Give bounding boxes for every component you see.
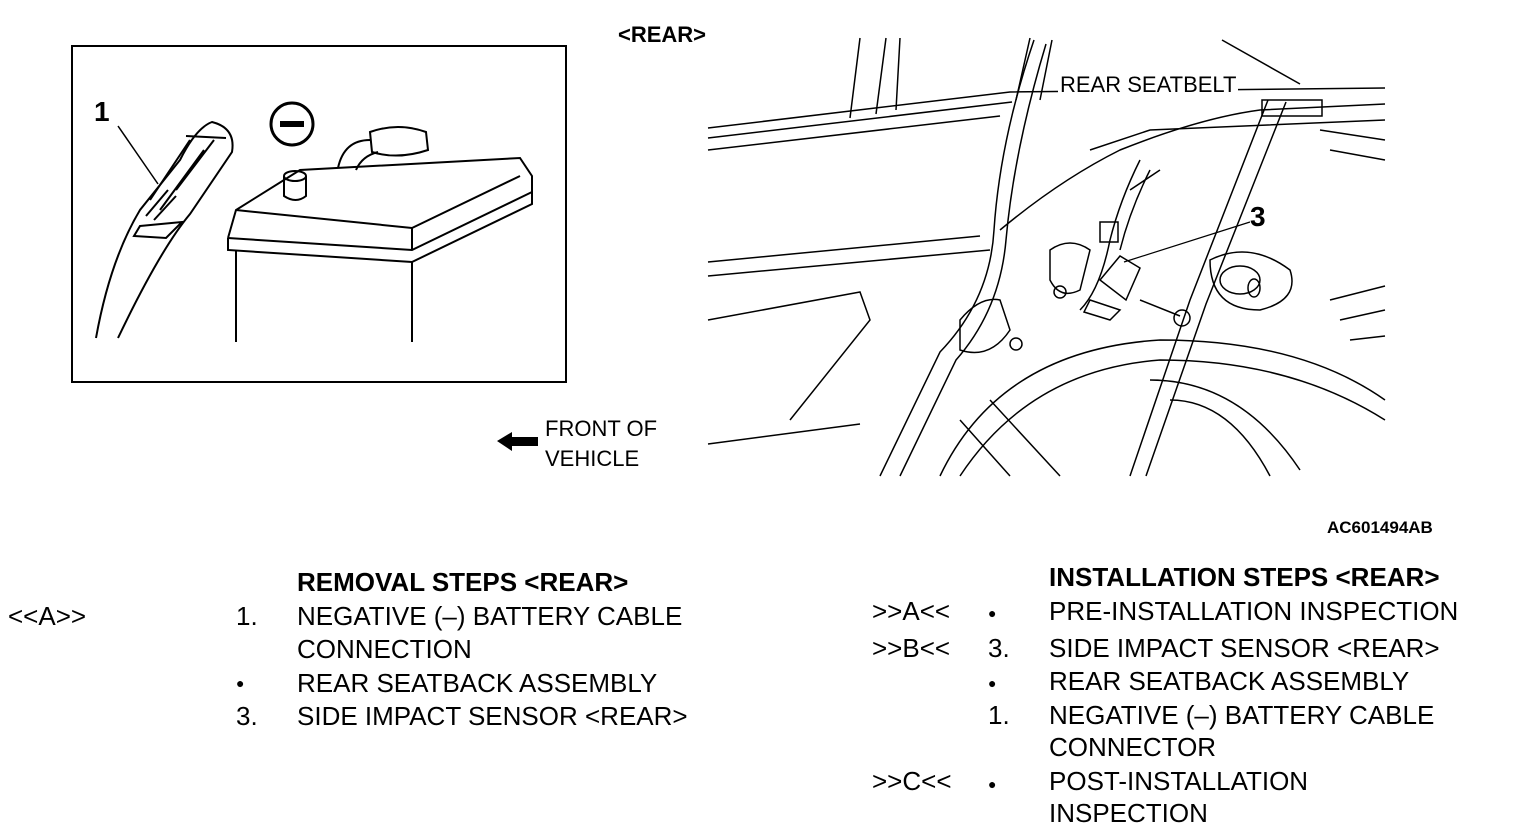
install-step-5-bullet: ● [988, 776, 997, 792]
front-of-vehicle-line1: FRONT OF [545, 416, 658, 441]
install-step-5-ref: >>C<< [872, 766, 952, 796]
callout-1: 1 [94, 96, 110, 127]
figure-code: AC601494AB [1327, 518, 1433, 537]
install-step-2-line1: SIDE IMPACT SENSOR <REAR> [1049, 633, 1440, 663]
installation-heading: INSTALLATION STEPS <REAR> [1049, 562, 1440, 592]
callout-3: 3 [1250, 201, 1266, 232]
install-step-4-line2: CONNECTOR [1049, 732, 1217, 762]
removal-step-2-line1: REAR SEATBACK ASSEMBLY [297, 668, 658, 698]
install-step-2-ref: >>B<< [872, 633, 951, 663]
install-step-4-num: 1. [988, 700, 1010, 730]
removal-step-3-num: 3. [236, 701, 258, 731]
front-arrow-icon [497, 432, 538, 451]
install-step-1-line1: PRE-INSTALLATION INSPECTION [1049, 596, 1459, 626]
front-of-vehicle-line2: VEHICLE [545, 446, 640, 471]
rear-quarter-figure [707, 37, 1386, 477]
install-step-3-line1: REAR SEATBACK ASSEMBLY [1049, 666, 1410, 696]
install-step-1-bullet: ● [988, 605, 997, 621]
removal-step-1-line2: CONNECTION [297, 634, 472, 664]
install-step-5-line1: POST-INSTALLATION [1049, 766, 1309, 796]
removal-ref-mark: <<A>> [8, 601, 87, 631]
removal-step-3-line1: SIDE IMPACT SENSOR <REAR> [297, 701, 688, 731]
rear-view-title: <REAR> [618, 22, 707, 47]
install-step-2-num: 3. [988, 633, 1010, 663]
battery-detail-figure [71, 45, 567, 383]
removal-heading: REMOVAL STEPS <REAR> [297, 567, 629, 597]
install-step-5-line2: INSPECTION [1049, 798, 1208, 828]
install-step-3-bullet: ● [988, 675, 997, 691]
removal-step-1-line1: NEGATIVE (–) BATTERY CABLE [297, 601, 683, 631]
rear-seatbelt-label: REAR SEATBELT [1058, 72, 1239, 98]
removal-step-2-bullet: ● [236, 675, 245, 691]
install-step-4-line1: NEGATIVE (–) BATTERY CABLE [1049, 700, 1435, 730]
removal-step-1-num: 1. [236, 601, 258, 631]
install-step-1-ref: >>A<< [872, 596, 951, 626]
